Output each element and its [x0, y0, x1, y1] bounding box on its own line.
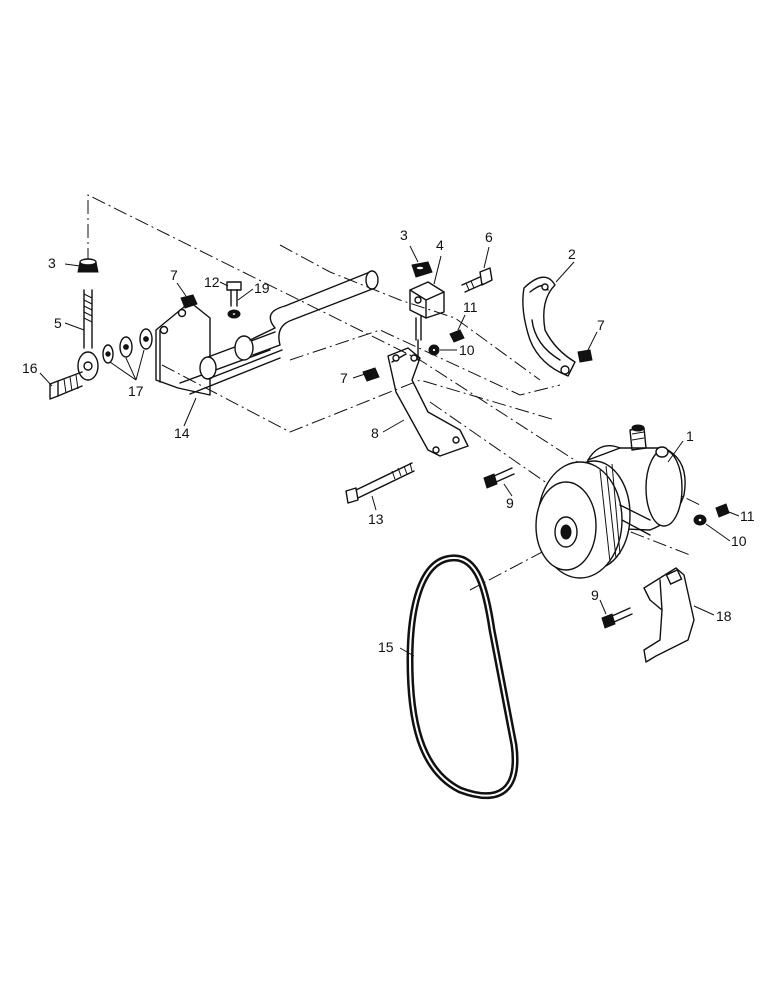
left-hardware-group [49, 258, 153, 400]
callout-11: 11 [463, 299, 478, 315]
bracket-fasteners [180, 281, 242, 319]
callout-labels: 1 2 3 3 4 5 6 7 7 7 8 9 9 10 10 11 11 12… [22, 227, 755, 655]
callout-leaders [39, 245, 740, 657]
callout-9: 9 [591, 587, 599, 603]
part-1-compressor [483, 424, 730, 579]
callout-8: 8 [371, 425, 379, 441]
callout-12: 12 [204, 274, 220, 290]
part-4-adjuster-block [409, 261, 493, 341]
callout-2: 2 [568, 246, 576, 262]
callout-7: 7 [340, 370, 348, 386]
callout-17: 17 [128, 383, 144, 399]
part-13-long-bolt [345, 462, 415, 504]
callout-4: 4 [436, 237, 444, 253]
callout-14: 14 [174, 425, 190, 441]
part-18-shield [601, 567, 695, 663]
callout-3: 3 [400, 227, 408, 243]
callout-19: 19 [254, 280, 270, 296]
assembly-center-lines [87, 194, 701, 591]
callout-5: 5 [54, 315, 62, 331]
callout-7: 7 [170, 267, 178, 283]
callout-13: 13 [368, 511, 384, 527]
callout-18: 18 [716, 608, 732, 624]
part-15-drive-belt [406, 554, 519, 800]
callout-16: 16 [22, 360, 38, 376]
callout-9: 9 [506, 495, 514, 511]
part-8-compressor-bracket [362, 329, 469, 457]
part-2-adjusting-arm [522, 276, 593, 377]
callout-15: 15 [378, 639, 394, 655]
callout-3: 3 [48, 255, 56, 271]
callout-7: 7 [597, 317, 605, 333]
callout-1: 1 [686, 428, 694, 444]
callout-10: 10 [459, 342, 475, 358]
callout-10: 10 [731, 533, 747, 549]
callout-11: 11 [740, 508, 755, 524]
callout-6: 6 [485, 229, 493, 245]
